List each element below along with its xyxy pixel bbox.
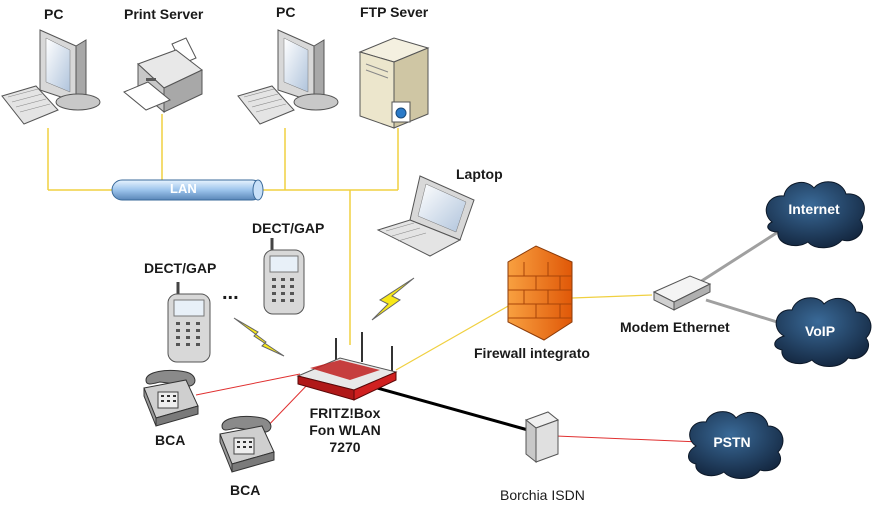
router-firewall-link	[395, 304, 511, 371]
firewall-icon	[507, 245, 573, 341]
dect-ellipsis: ...	[222, 282, 239, 304]
lightning-laptop-icon	[371, 277, 415, 321]
isdn-label: Borchia ISDN	[500, 487, 585, 503]
isdn-socket-icon	[524, 411, 560, 464]
laptop-label: Laptop	[456, 166, 503, 182]
bca-2-label: BCA	[230, 482, 261, 498]
voip-label: VoIP	[805, 323, 835, 339]
router-bca1-link	[195, 373, 301, 396]
pc-left-label: PC	[44, 6, 64, 22]
dect-gap-left-label: DECT/GAP	[144, 260, 217, 276]
voip-cloud-icon	[774, 297, 872, 367]
bca-phone-2-icon	[219, 415, 275, 473]
ftp-server-label: FTP Sever	[360, 4, 429, 20]
isdn-pstn-link	[555, 435, 701, 443]
fritzbox-router-icon	[296, 332, 398, 401]
router-isdn-link	[369, 384, 529, 432]
bca-phone-1-icon	[143, 369, 199, 427]
fritzbox-label-line1: FRITZ!Box	[309, 405, 381, 421]
print-server-label: Print Server	[124, 6, 204, 22]
printer-icon	[123, 37, 203, 114]
internet-label: Internet	[788, 201, 840, 217]
lightning-dect-icon	[233, 317, 285, 357]
modem-icon	[652, 275, 712, 311]
pc-right-label: PC	[276, 4, 296, 20]
laptop-icon	[376, 175, 475, 257]
pc-right-icon	[237, 29, 339, 125]
modem-internet-link	[699, 230, 779, 284]
lan-bus	[111, 179, 264, 201]
fritzbox-label: FRITZ!Box Fon WLAN 7270	[300, 405, 390, 456]
pstn-label: PSTN	[713, 434, 750, 450]
firewall-modem-link	[571, 294, 653, 299]
dect-gap-right-label: DECT/GAP	[252, 220, 325, 236]
modem-label: Modem Ethernet	[620, 319, 730, 335]
lan-connections	[47, 114, 399, 345]
ftp-server-icon	[358, 37, 430, 129]
pc-left-icon	[1, 29, 101, 125]
dect-phone-left-icon	[167, 282, 211, 363]
internet-cloud-icon	[765, 181, 865, 249]
dect-phone-right-icon	[263, 238, 305, 315]
fritzbox-label-line2: Fon WLAN	[309, 422, 381, 438]
lan-label: LAN	[170, 181, 197, 196]
pstn-cloud-icon	[688, 411, 784, 479]
bca-1-label: BCA	[155, 432, 186, 448]
firewall-label: Firewall integrato	[474, 345, 590, 361]
fritzbox-label-line3: 7270	[329, 439, 361, 455]
